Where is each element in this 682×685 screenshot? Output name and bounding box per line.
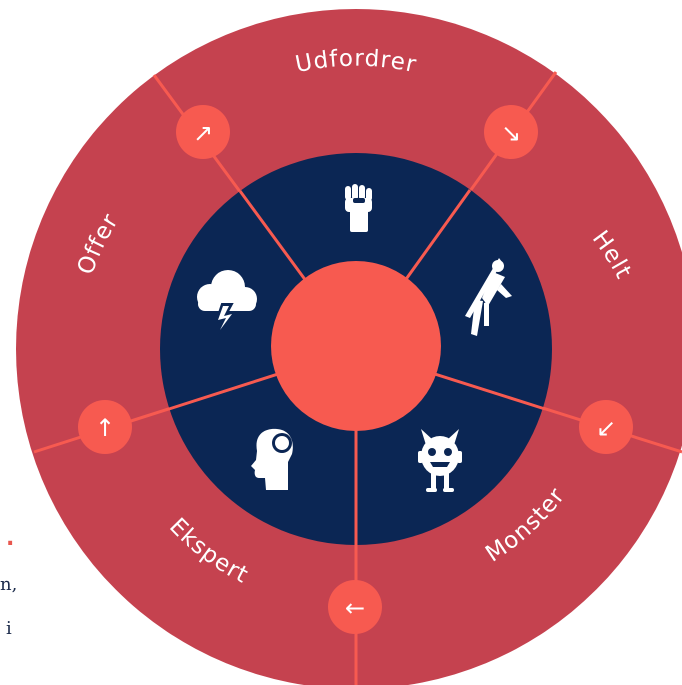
raised-fist-icon [345, 184, 372, 232]
transition-node-monster-ekspert: ← [328, 580, 382, 634]
arrow-up-icon: ↑ [95, 414, 115, 442]
arrow-down-left-icon: ↙ [596, 414, 616, 442]
background-text-line-1: n, [0, 574, 18, 595]
flying-hero-icon [465, 258, 512, 336]
arrow-down-right-icon: ↘ [501, 119, 521, 147]
background-text-dot: . [6, 526, 15, 551]
transition-node-offer-udfordrer: ↗ [176, 105, 230, 159]
transition-node-udfordrer-helt: ↘ [484, 105, 538, 159]
arrow-up-right-icon: ↗ [193, 119, 213, 147]
arrow-left-icon: ← [345, 594, 365, 622]
storm-cloud-icon [197, 270, 257, 335]
monster-icon [418, 429, 462, 492]
transition-node-helt-monster: ↙ [579, 400, 633, 454]
center-circle [271, 261, 441, 431]
head-brain-icon [251, 428, 293, 490]
transition-node-ekspert-offer: ↑ [78, 400, 132, 454]
background-text-line-2: i [6, 618, 12, 639]
